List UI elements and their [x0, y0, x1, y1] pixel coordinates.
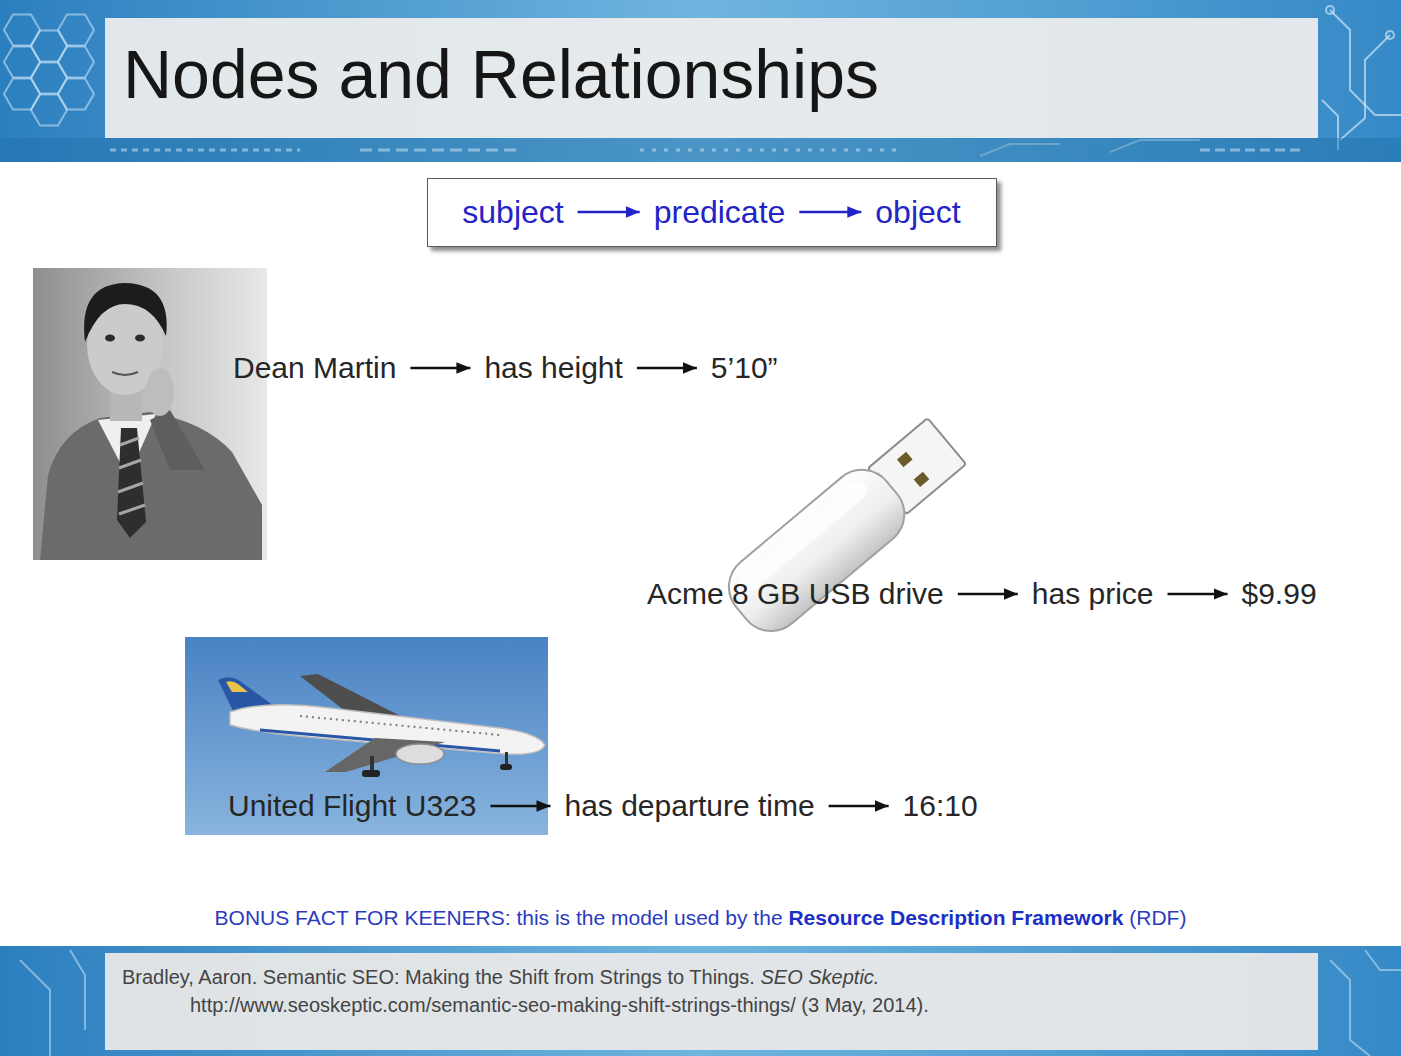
airplane-photo-part [505, 752, 508, 766]
connector-group [410, 212, 1227, 806]
triple-term: Acme 8 GB USB drive [647, 576, 944, 612]
footer-band-part-part [20, 960, 50, 1056]
airplane-photo-part [300, 716, 500, 735]
band-dashes-part [360, 149, 520, 152]
citation-text: Bradley, Aaron. Semantic SEO: Making the… [122, 966, 755, 988]
triple-term: United Flight U323 [228, 788, 476, 824]
triple-term: 5’10” [711, 350, 778, 386]
hexagon-pattern-part [58, 14, 94, 45]
relation-arrow [578, 211, 640, 214]
usb-drive-picture-part [914, 472, 930, 487]
airplane-photo-part [396, 744, 444, 764]
node-text: Dean Martin [233, 350, 396, 386]
node-text: has departure time [564, 788, 814, 824]
dean-martin-photo-part [84, 283, 167, 342]
triple-term: 16:10 [903, 788, 978, 824]
node-text: 5’10” [711, 350, 778, 386]
dean-martin-photo-part [112, 372, 138, 375]
hexagon-pattern [4, 14, 94, 125]
citation-panel [105, 953, 1318, 1050]
triple-term: has height [484, 350, 622, 386]
dean-martin-photo-part [33, 268, 267, 560]
footer-band-part-part [1365, 950, 1401, 970]
band-dashes-part [640, 149, 900, 152]
header-band-part [0, 138, 1401, 162]
relation-arrow [829, 805, 889, 808]
triple-pattern-box: subject predicate object [427, 178, 996, 247]
band-dashes-part [110, 149, 300, 152]
footer-band-part [20, 950, 1401, 1056]
citation: Bradley, Aaron. Semantic SEO: Making the… [122, 963, 1302, 1019]
footer-band-part [0, 946, 1401, 1056]
circuit-lines-part [1326, 6, 1334, 14]
relation-arrow [1168, 593, 1228, 596]
dean-martin-photo-part [117, 428, 146, 538]
node-text: Acme 8 GB USB drive [647, 576, 944, 612]
node-text: has height [484, 350, 622, 386]
circuit-lines-part [1340, 35, 1390, 140]
citation-text: SEO Skeptic. [760, 966, 879, 988]
dean-martin-photo-part [135, 335, 145, 342]
dean-martin-photo-part-part [119, 505, 145, 514]
note-text: (RDF) [1129, 906, 1186, 929]
node-text: predicate [654, 193, 786, 231]
note-text: BONUS FACT FOR KEENERS: this is the mode… [215, 906, 783, 929]
relation-arrow [410, 367, 470, 370]
dean-martin-photo-part-part [118, 483, 143, 492]
pattern-term: subject [462, 193, 563, 231]
dean-martin-photo [33, 268, 267, 560]
footer-band-part-part [70, 950, 85, 1030]
triple-term: Dean Martin [233, 350, 396, 386]
header-band [0, 0, 1401, 162]
airplane-photo-part [362, 770, 380, 777]
relation-arrow [958, 593, 1018, 596]
airplane-photo-part [500, 764, 512, 770]
dean-martin-photo-part [118, 438, 145, 514]
triple-term: has departure time [564, 788, 814, 824]
dean-martin-photo-part-part [120, 438, 139, 445]
citation-text: http://www.seoskeptic.com/semantic-seo-m… [122, 991, 1302, 1019]
hexagon-pattern-part [31, 94, 67, 125]
slide-title: Nodes and Relationships [123, 34, 879, 114]
relation-arrow [637, 367, 697, 370]
node-text: subject [462, 193, 563, 231]
dean-martin-photo-part [40, 412, 262, 560]
usb-drive-picture-part [897, 452, 913, 467]
dean-martin-photo-part-part [119, 460, 141, 468]
node-text: has price [1032, 576, 1154, 612]
dean-martin-photo-part [146, 368, 174, 416]
dean-martin-photo-part [105, 335, 115, 342]
usb-drive-picture-part [716, 457, 918, 644]
bonus-note: BONUS FACT FOR KEENERS: this is the mode… [0, 904, 1401, 932]
footer-band [0, 946, 1401, 1056]
node-text: United Flight U323 [228, 788, 476, 824]
note-text: Resource Description Framework [788, 906, 1123, 929]
triple-term: has price [1032, 576, 1154, 612]
header-band-part [0, 0, 1401, 162]
node-text: 16:10 [903, 788, 978, 824]
relation-arrow [799, 211, 861, 214]
airplane-photo-part [226, 681, 248, 692]
relation-arrow [490, 805, 550, 808]
band-dashes-part [1200, 149, 1300, 152]
dean-martin-photo-part [150, 410, 205, 470]
band-dashes [110, 149, 1300, 152]
footer-band-part-part [1330, 960, 1370, 1056]
circuit-lines-part [1386, 31, 1394, 39]
pattern-term: predicate [654, 193, 786, 231]
node-text: object [875, 193, 960, 231]
title-panel [105, 18, 1318, 138]
node-text: $9.99 [1242, 576, 1317, 612]
airplane-photo-part [325, 738, 445, 772]
pattern-term: object [875, 193, 960, 231]
airplane-photo-part [370, 756, 374, 772]
triple-term: $9.99 [1242, 576, 1317, 612]
